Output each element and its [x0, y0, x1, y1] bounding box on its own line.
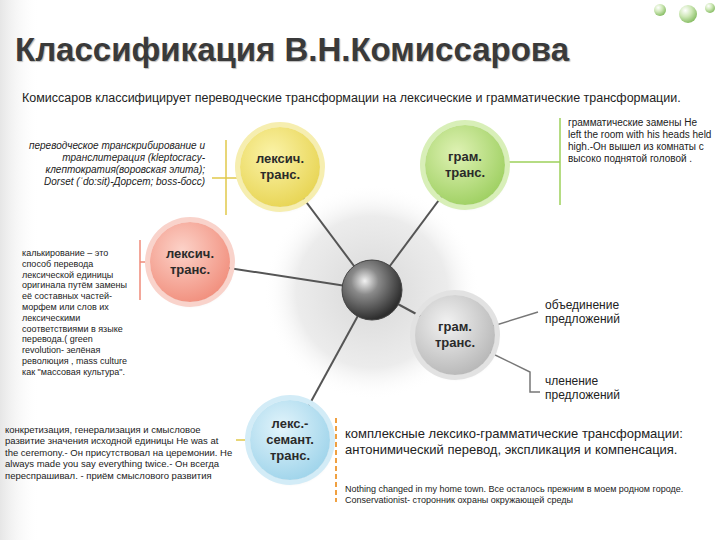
- leader-line: [236, 439, 250, 441]
- branch-label: членение предложений: [545, 374, 655, 403]
- leader-line: [140, 261, 150, 263]
- branch-label: объединение предложений: [545, 298, 655, 327]
- note: комплексные лексико-грамматические транс…: [345, 426, 705, 457]
- transformation-circle: лексич. транс.: [150, 222, 230, 302]
- transformation-circle: лекс.-семант. транс.: [250, 400, 330, 480]
- transformation-circle: лексич. транс.: [240, 127, 320, 207]
- leader-line: [505, 161, 560, 163]
- example-note: Nothing changed in my home town. Все ост…: [345, 484, 705, 506]
- note: конкретизация, генерализация и смысловое…: [5, 424, 233, 481]
- circle-label: грам. транс.: [431, 149, 499, 182]
- title: Классификация В.Н.Комиссарова: [15, 30, 569, 70]
- circle-label: лекс.-семант. транс.: [256, 416, 324, 465]
- spokes: [190, 165, 465, 440]
- leader-line: [335, 418, 337, 502]
- transformation-circle: грам. транс.: [415, 295, 495, 375]
- transformation-circle: грам. транс.: [425, 125, 505, 205]
- leader-line: [489, 352, 540, 392]
- subtitle: Комиссаров классифицирует переводческие …: [22, 91, 702, 106]
- circle-label: грам. транс.: [421, 319, 489, 352]
- circle-label: лексич. транс.: [246, 151, 314, 184]
- water-drop: [654, 4, 666, 16]
- water-drop: [705, 3, 715, 13]
- note: переводческое транскрибирование и трансл…: [20, 140, 205, 188]
- circle-label: лексич. транс.: [156, 246, 224, 279]
- note: калькирование – это способ перевода лекс…: [22, 248, 135, 378]
- water-drop: [679, 5, 697, 23]
- note: грамматические замены He left the room w…: [568, 117, 713, 165]
- leader-line: [493, 312, 538, 326]
- leader-line: [139, 240, 141, 300]
- leader-line: [212, 177, 240, 179]
- center-sphere: [342, 260, 402, 320]
